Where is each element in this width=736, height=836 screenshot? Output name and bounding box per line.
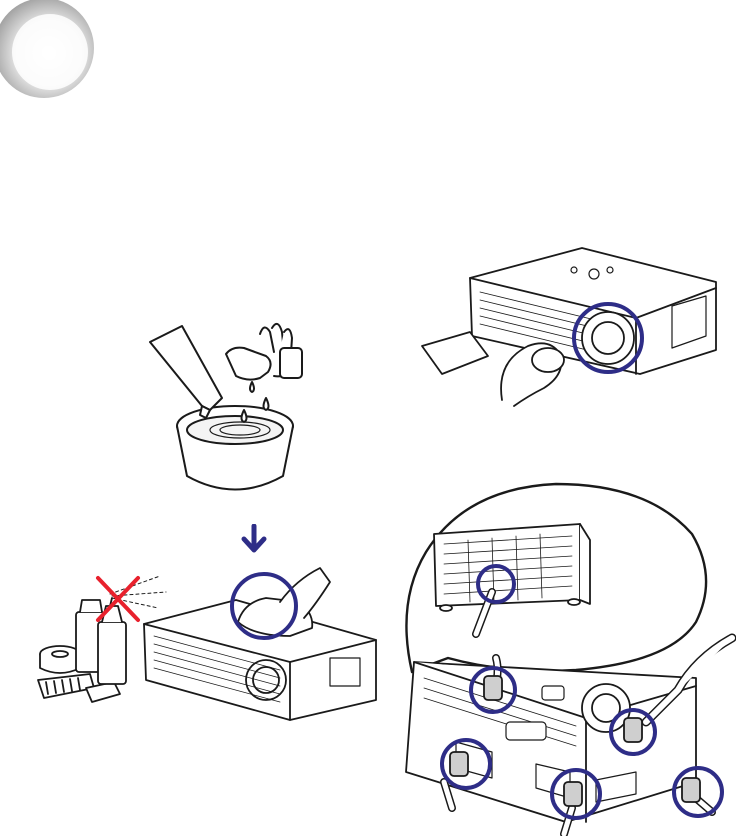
section-tab-circle-icon <box>0 0 98 102</box>
wipe-lens-illustration <box>410 240 728 410</box>
arrow-down-icon <box>239 524 269 554</box>
cleaning-chemicals-prohibited-illustration <box>30 562 380 722</box>
detergent-bowl-illustration <box>140 318 320 498</box>
blow-vents-illustration <box>396 482 736 836</box>
